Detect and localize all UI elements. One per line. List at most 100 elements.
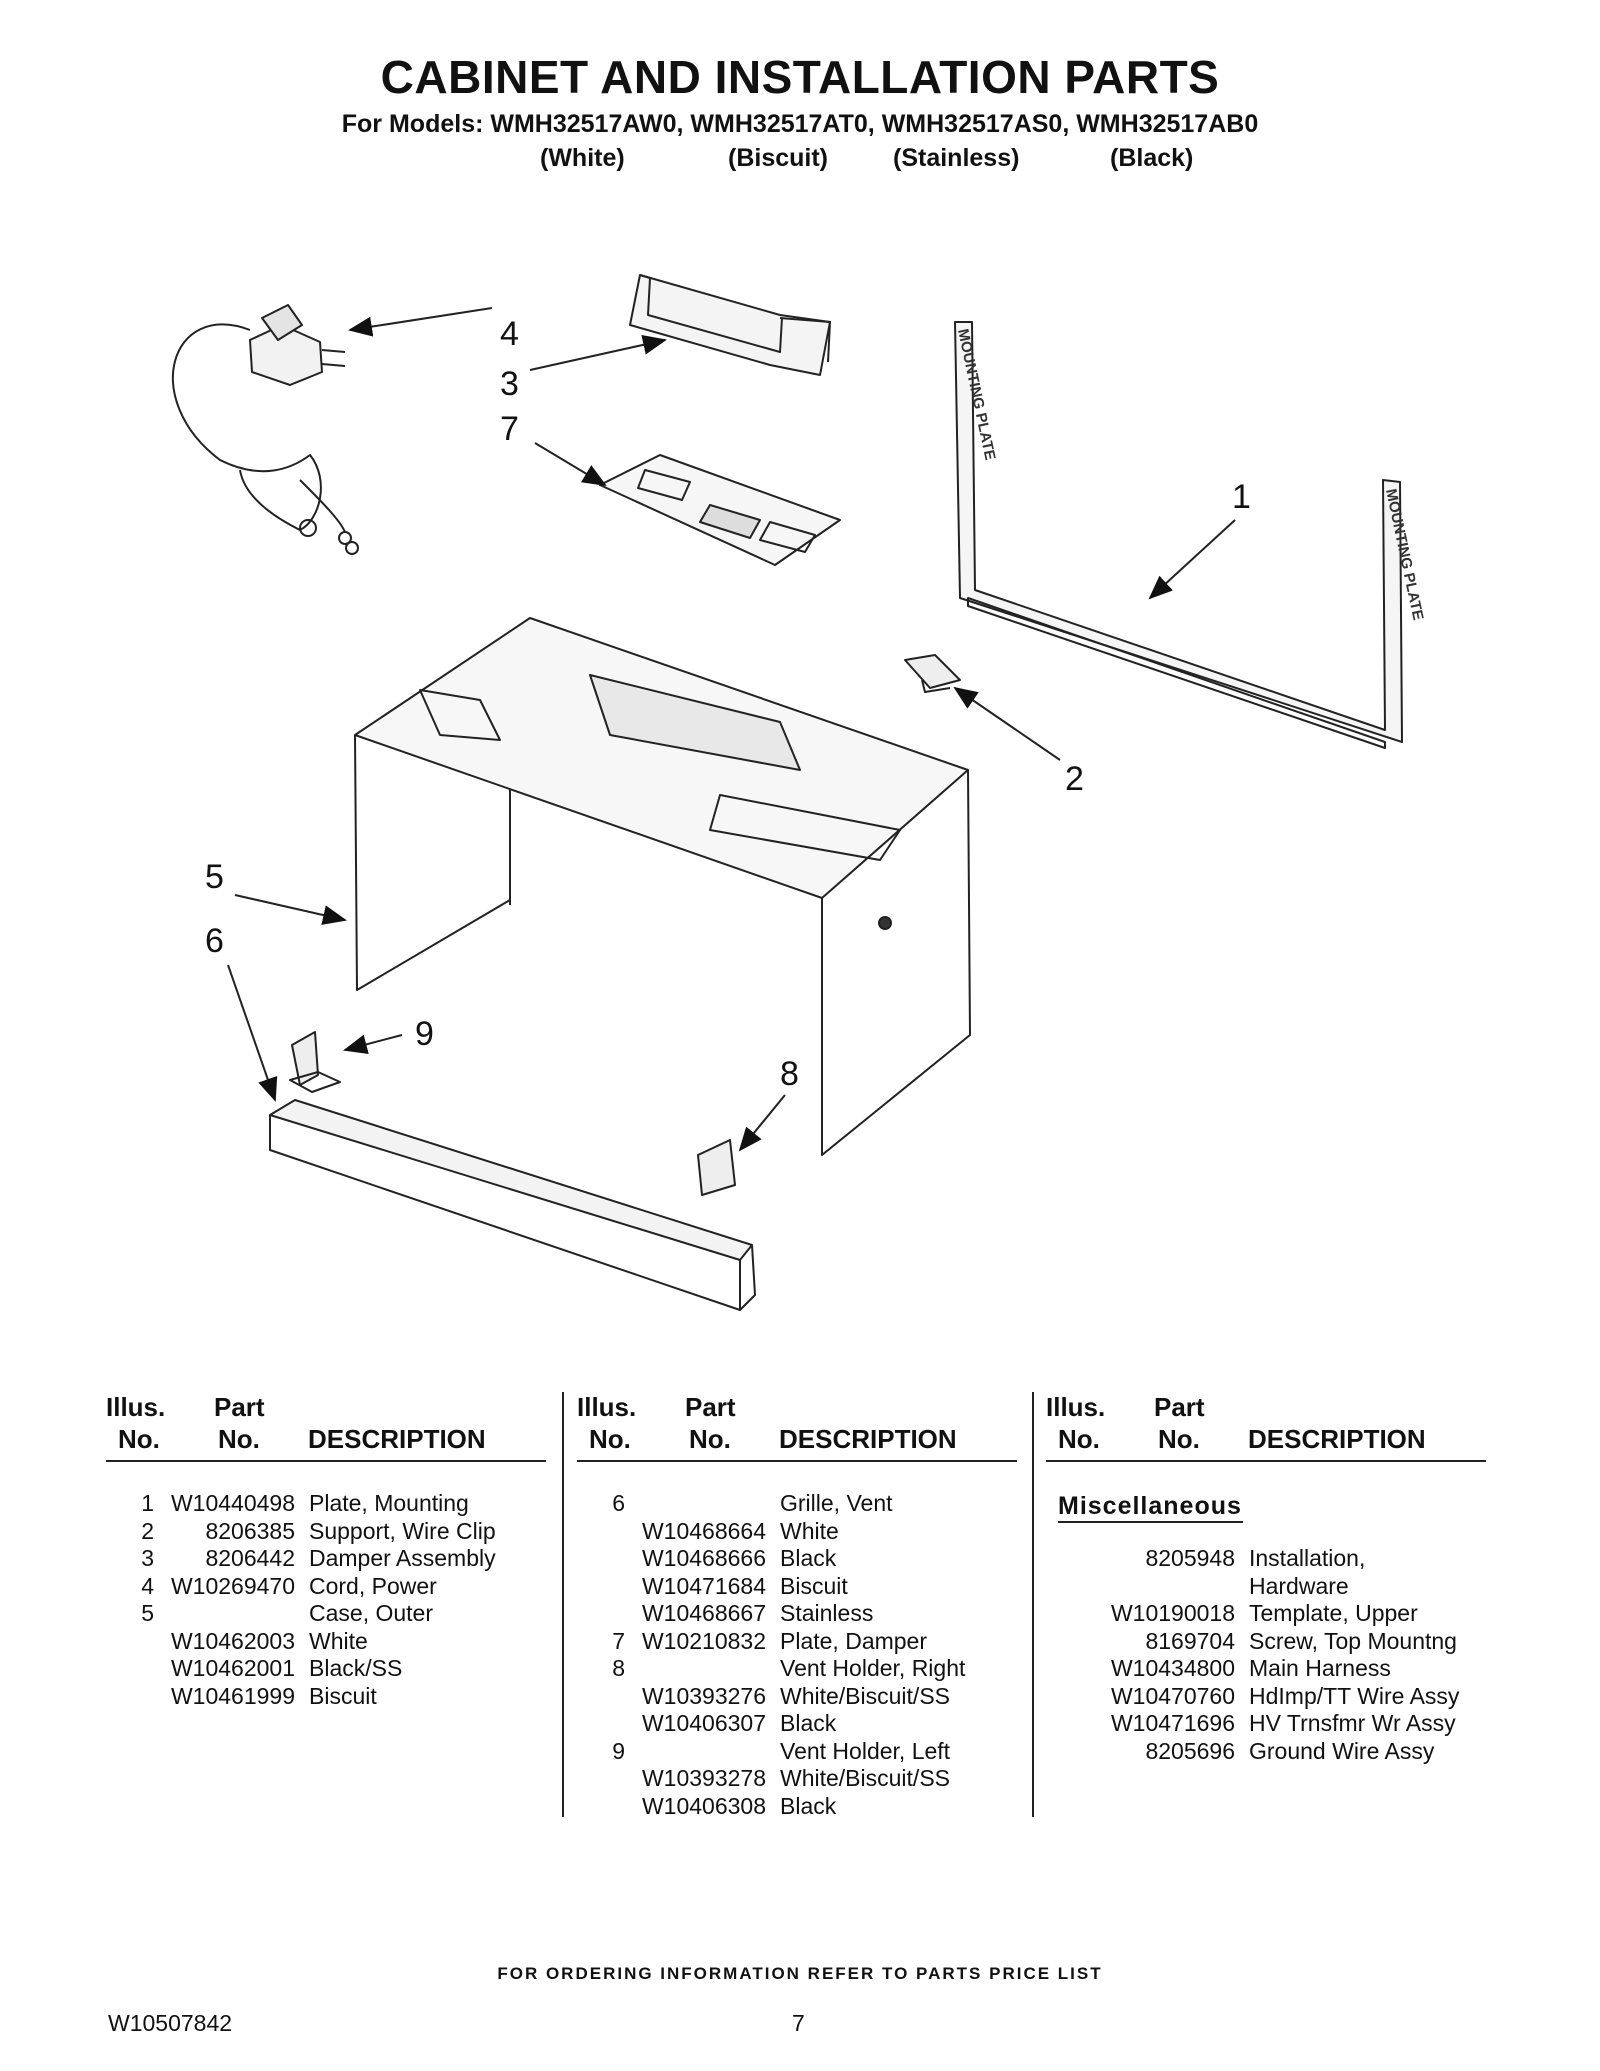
part-number: W10471684 — [641, 1572, 766, 1599]
part-description: Screw, Top Mountng — [1249, 1627, 1457, 1654]
part-number: 8169704 — [1145, 1627, 1235, 1654]
column-header: Illus. No. Part No. DESCRIPTION — [577, 1392, 1017, 1462]
color-white: (White) — [540, 144, 625, 172]
callout-5: 5 — [205, 858, 224, 896]
header-part-no: No. — [218, 1424, 260, 1454]
part-description: White — [780, 1517, 839, 1544]
part-description: Plate, Mounting — [309, 1490, 469, 1516]
header-description: DESCRIPTION — [1248, 1424, 1426, 1454]
part-description: Installation, — [1249, 1545, 1366, 1571]
parts-row: W10190018 Template, Upper — [1046, 1600, 1486, 1628]
vent-holder-right-illustration — [697, 1139, 736, 1196]
part-description: Case, Outer — [309, 1600, 433, 1626]
header-part: Part — [214, 1392, 265, 1422]
callout-9: 9 — [415, 1015, 434, 1053]
header-part-no: No. — [689, 1424, 731, 1454]
illus-number: 6 — [612, 1490, 625, 1516]
part-description: Biscuit — [309, 1682, 377, 1709]
part-number: W10468664 — [641, 1517, 766, 1544]
part-number: W10471696 — [1110, 1710, 1235, 1736]
column-header: Illus. No. Part No. DESCRIPTION — [1046, 1392, 1486, 1462]
part-number: W10462001 — [170, 1655, 295, 1681]
misc-heading: Miscellaneous — [1058, 1492, 1242, 1520]
header-description: DESCRIPTION — [779, 1424, 957, 1454]
part-description: Vent Holder, Right — [780, 1655, 966, 1681]
illus-number: 2 — [141, 1517, 154, 1544]
parts-row: W10468667 Stainless — [577, 1600, 1017, 1628]
part-description: Stainless — [780, 1600, 874, 1626]
callout-3: 3 — [500, 365, 519, 403]
part-number: W10406308 — [641, 1792, 766, 1819]
part-description: Black — [780, 1710, 837, 1736]
part-number: W10461999 — [170, 1682, 295, 1709]
header-illus-no: No. — [589, 1424, 631, 1454]
part-number: W10269470 — [170, 1572, 295, 1599]
parts-row: 7 W10210832 Plate, Damper — [577, 1628, 1017, 1656]
illus-number: 4 — [141, 1572, 154, 1599]
part-number: 8205948 — [1145, 1545, 1235, 1571]
part-description: Hardware — [1249, 1572, 1349, 1599]
exploded-parts-diagram: MOUNTING PLATE MOUNTING PLATE 1 2 3 4 5 … — [172, 274, 1427, 1311]
part-number: W10210832 — [641, 1627, 766, 1654]
parts-row: W10468664 White — [577, 1518, 1017, 1546]
color-biscuit: (Biscuit) — [728, 144, 828, 172]
part-description: Black — [780, 1792, 837, 1819]
callout-8: 8 — [780, 1055, 799, 1093]
parts-row: Hardware — [1046, 1573, 1486, 1601]
header-illus-no: No. — [1058, 1424, 1100, 1454]
part-description: White/Biscuit/SS — [780, 1765, 950, 1791]
document-number: W10507842 — [108, 2010, 233, 2036]
power-cord-illustration — [172, 304, 359, 555]
column-divider — [562, 1392, 564, 1817]
illus-number: 8 — [612, 1655, 625, 1681]
model-list: For Models: WMH32517AW0, WMH32517AT0, WM… — [341, 110, 1259, 138]
parts-row: W10462001 Black/SS — [106, 1655, 546, 1683]
header-part: Part — [685, 1392, 736, 1422]
part-number: W10190018 — [1110, 1600, 1235, 1626]
part-description: Black/SS — [309, 1655, 403, 1681]
page-number: 7 — [792, 2010, 805, 2036]
damper-plate-illustration — [599, 454, 841, 566]
illus-number: 7 — [612, 1627, 625, 1654]
illus-number: 1 — [141, 1490, 154, 1516]
damper-assembly-illustration — [629, 274, 831, 376]
part-number: W10434800 — [1110, 1655, 1235, 1681]
parts-row: 2 8206385 Support, Wire Clip — [106, 1518, 546, 1546]
part-description: Ground Wire Assy — [1249, 1737, 1435, 1764]
part-number: 8206385 — [205, 1517, 295, 1544]
part-description: White/Biscuit/SS — [780, 1682, 950, 1709]
callout-2: 2 — [1065, 760, 1084, 798]
vent-grille-illustration — [269, 1099, 756, 1311]
part-number: W10468667 — [641, 1600, 766, 1626]
part-description: Plate, Damper — [780, 1627, 928, 1654]
part-description: Vent Holder, Left — [780, 1737, 951, 1764]
part-number: W10393276 — [641, 1682, 766, 1709]
part-number: 8205696 — [1145, 1737, 1235, 1764]
parts-row: W10461999 Biscuit — [106, 1683, 546, 1711]
parts-row: W10406307 Black — [577, 1710, 1017, 1738]
misc-underline — [1058, 1521, 1243, 1523]
parts-row: W10393276 White/Biscuit/SS — [577, 1683, 1017, 1711]
part-description: Black — [780, 1545, 837, 1571]
mounting-plate-illustration — [954, 321, 1403, 749]
part-description: White — [309, 1627, 368, 1654]
part-description: HdImp/TT Wire Assy — [1249, 1682, 1460, 1709]
page-title: CABINET AND INSTALLATION PARTS — [380, 51, 1220, 103]
ordering-note: FOR ORDERING INFORMATION REFER TO PARTS … — [497, 1964, 1103, 1983]
part-description: Support, Wire Clip — [309, 1517, 496, 1544]
part-number: W10462003 — [170, 1627, 295, 1654]
part-description: Template, Upper — [1249, 1600, 1418, 1626]
part-description: Damper Assembly — [309, 1545, 496, 1571]
color-stainless: (Stainless) — [893, 144, 1020, 172]
header-illus-no: No. — [118, 1424, 160, 1454]
part-number: W10406307 — [641, 1710, 766, 1736]
header-part-no: No. — [1158, 1424, 1200, 1454]
